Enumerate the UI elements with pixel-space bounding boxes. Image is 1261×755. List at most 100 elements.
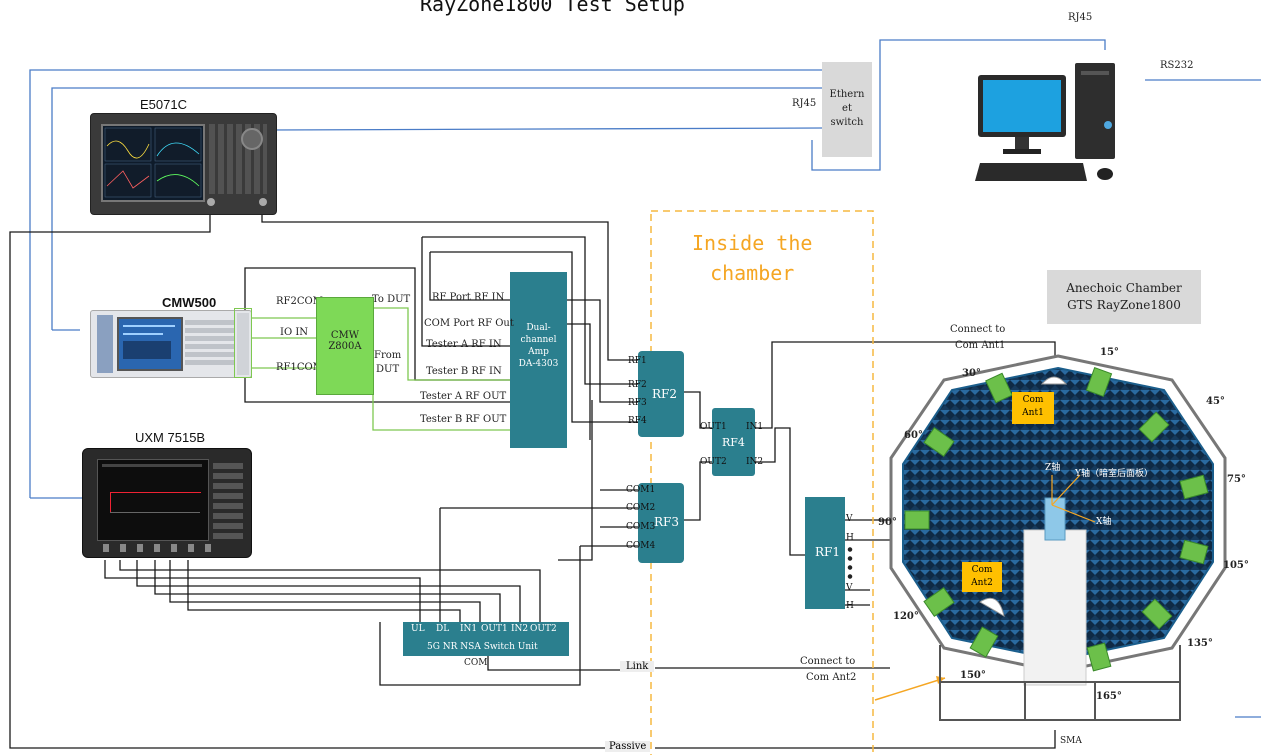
amp-port-tester-a-out: Tester A RF OUT [420,391,507,402]
rf3-port-com2: COM2 [626,503,656,513]
switch-unit[interactable]: UL DL IN1 OUT1 IN2 OUT2 5G NR NSA Switch… [403,622,569,656]
connect-ant1-line2: Com Ant1 [955,340,1006,351]
amp-port-tester-b-in: Tester B RF IN [426,366,502,377]
desktop-pc-icon [975,63,1115,181]
e5071c-instrument[interactable] [90,113,277,215]
rf3-port-com3: COM3 [626,522,656,532]
angle-165: 165° [1096,691,1122,702]
amp-port-rf-port-in: RF Port RF IN [432,292,505,303]
switch-port-out1: OUT1 [481,624,508,634]
orange-arrow [874,677,946,701]
rf-cables [9,210,1056,749]
rf2com-port-label: RF2COM [276,296,323,307]
link-label: Link [620,661,655,672]
axis-x-label: X轴 [1096,517,1112,527]
uxm-instrument[interactable] [82,448,252,558]
cmw-z800a-line1: CMW [330,330,360,341]
rj45-left-label: RJ45 [792,98,817,109]
angle-105: 105° [1223,560,1249,571]
rf1-label: RF1 [815,545,840,559]
uxm-label: UXM 7515B [135,430,206,445]
rf4-block[interactable]: RF4 [712,408,755,476]
switch-port-in2: IN2 [511,624,529,634]
rf2-port-rf1: RF1 [628,356,647,366]
amp-line3: Amp [528,347,549,357]
cmw500-label: CMW500 [162,295,217,310]
analyzer-screen-icon [104,127,202,198]
connect-ant1-line1: Connect to [950,324,1006,335]
rf2-block[interactable]: RF2 [638,351,684,437]
switch-unit-label: 5G NR NSA Switch Unit [427,642,538,652]
switch-port-dl: DL [436,624,450,634]
angle-60: 60° [904,430,923,441]
switch-port-in1: IN1 [460,624,478,634]
ethernet-switch-line2: et [842,103,852,114]
ethernet-switch-line1: Ethern [829,89,865,100]
amp-line2: channel [520,335,557,345]
rf1-port-h2: H [846,601,854,611]
anechoic-line2: GTS RayZone1800 [1067,298,1181,312]
amp-port-tester-b-out: Tester B RF OUT [420,414,507,425]
angle-90: 90° [878,517,897,528]
connect-ant2-line1: Connect to [800,656,856,667]
inside-chamber-label: Inside the chamber [692,228,812,288]
rf4-label: RF4 [722,436,745,449]
from-dut-line1: From [374,350,402,361]
rf3-block[interactable]: RF3 [638,483,684,563]
amp-line1: Dual- [526,323,551,333]
rf2-port-rf3: RF3 [628,398,647,408]
rj45-top-label: RJ45 [1068,12,1093,23]
amp-port-tester-a-in: Tester A RF IN [426,339,502,350]
ethernet-switch[interactable]: Ethern et switch [822,62,872,157]
com-ant1-line2: Ant1 [1022,408,1044,418]
chamber-stand [939,645,1181,721]
page-title: RayZone1800 Test Setup [420,0,685,16]
rf1-block[interactable]: RF1 [805,497,845,609]
switch-com-label: COM [464,658,488,668]
com-ant2-dome-icon [979,597,1005,618]
dut-holder [1044,497,1066,541]
passive-label: Passive [605,741,651,752]
cmw-z800a-box[interactable]: CMW Z800A [316,297,374,395]
angle-120: 120° [893,611,919,622]
to-dut-label: To DUT [372,294,411,305]
rf3-port-com1: COM1 [626,485,656,495]
cmw-port-connectors [234,308,252,378]
rf4-port-out1: OUT1 [700,422,727,432]
probe-array [904,367,1209,672]
connect-ant2-line2: Com Ant2 [806,672,857,683]
anechoic-chamber-drawing [889,354,1227,721]
com-ant2-line2: Ant2 [971,578,993,588]
rf3-port-com4: COM4 [626,541,656,551]
cmw-z800a-line2: Z800A [328,341,362,352]
angle-45: 45° [1206,396,1225,407]
switch-port-ul: UL [411,624,425,634]
axis-y-label: Y轴（暗室后面板） [1075,469,1153,479]
inside-chamber-line1: Inside the [692,231,813,255]
rf1-port-v1: V [846,514,853,524]
network-cables [29,39,1261,718]
rf4-port-in1: IN1 [746,422,764,432]
rf2-port-rf4: RF4 [628,416,647,426]
axis-z-label: Z轴 [1045,463,1061,473]
rf4-port-out2: OUT2 [700,457,727,467]
angle-75: 75° [1227,474,1246,485]
com-ant2-line1: Com [971,565,993,575]
rf1com-port-label: RF1COM [276,362,323,373]
dual-channel-amp[interactable]: Dual- channel Amp DA-4303 [510,272,567,448]
from-dut-line2: DUT [376,364,400,375]
com-ant2-label: Com Ant2 [962,562,1002,592]
e5071c-label: E5071C [140,97,187,112]
amp-line4: DA-4303 [518,359,559,369]
computer-icon[interactable] [975,55,1125,185]
com-ant1-line1: Com [1022,395,1044,405]
sma-label: SMA [1060,736,1082,746]
cmw500-instrument[interactable] [90,310,252,378]
rf3-label: RF3 [654,515,679,529]
rf1-dots-icon [847,545,853,581]
rf2-label: RF2 [652,387,677,401]
rf1-port-h1: H [846,533,854,543]
rf4-port-in2: IN2 [746,457,764,467]
ethernet-switch-line3: switch [830,117,864,128]
